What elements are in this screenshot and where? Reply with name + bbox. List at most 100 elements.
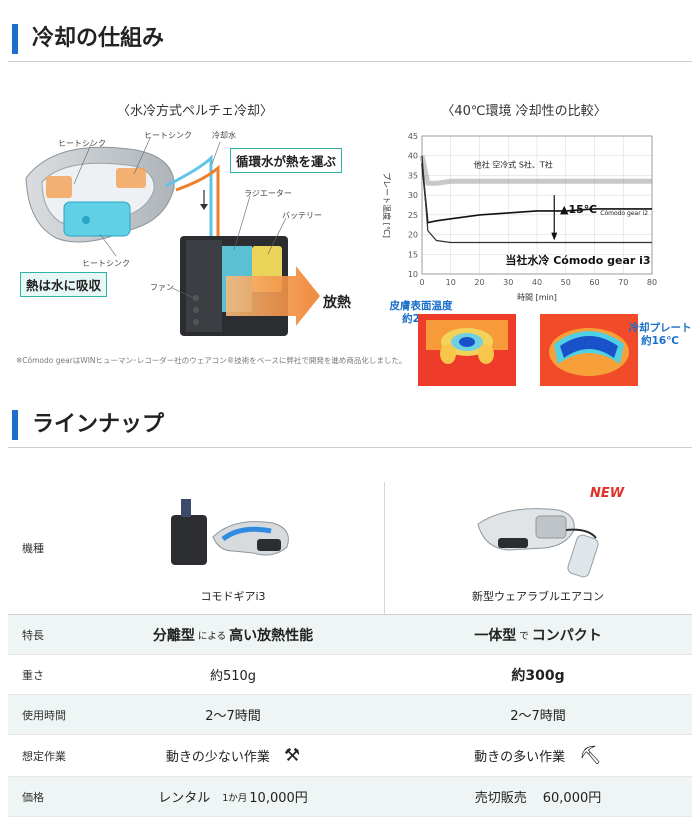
y-tick-label: 15 [408, 250, 418, 259]
product-image-i3 [171, 499, 289, 565]
row-label: 使用時間 [22, 708, 66, 722]
cell-usage-1: 2～7時間 [205, 709, 261, 724]
feature-tail: コンパクト [531, 627, 602, 644]
feature-main: 分離型 [152, 627, 195, 644]
product-name-i3: コモドギアi3 [200, 590, 266, 603]
y-tick-label: 20 [408, 231, 418, 240]
cell-weight-1: 約510g [209, 669, 257, 684]
cell-weight-2: 約300g [384, 655, 692, 694]
x-tick-label: 30 [503, 278, 513, 287]
label-heatsink-2: ヒートシンク [144, 131, 192, 140]
x-tick-label: 80 [647, 278, 657, 287]
y-tick-label: 10 [408, 270, 418, 279]
work-type-text: 動きの少ない作業 [165, 750, 270, 765]
plot-area [421, 135, 653, 275]
row-label: 重さ [22, 668, 44, 682]
cell-price-2: 売切販売 60,000円 [384, 777, 692, 816]
feature-connector: で [519, 630, 529, 642]
section-header-cooling: 冷却の仕組み [8, 16, 692, 62]
product-name-new: 新型ウェアラブルエアコン [472, 590, 604, 603]
table-row-models: 機種 コモドギアi3 NEW 新型ウェアラブルエアコン [8, 482, 692, 615]
label-fan: ファン [150, 283, 174, 292]
label-coolant: 冷却水 [212, 131, 236, 140]
label-radiator: ラジエーター [244, 189, 292, 198]
section-title: 冷却の仕組み [32, 26, 165, 51]
x-tick-label: 0 [419, 278, 424, 287]
price-value: 10,000円 [249, 791, 308, 806]
cell-usage-2: 2～7時間 [510, 709, 566, 724]
work-type-text: 動きの多い作業 [474, 750, 566, 765]
table-row-weight: 重さ 約510g 約300g [8, 655, 692, 695]
series-line-1 [419, 155, 652, 186]
cell-work-2: 動きの多い作業 ⛏ [384, 735, 692, 776]
y-tick-label: 25 [408, 211, 418, 220]
cell-features-2: 一体型 で コンパクト [384, 615, 692, 654]
welder-icon: ⚒ [283, 745, 301, 766]
section-accent-bar [12, 410, 18, 440]
row-label: 機種 [22, 542, 44, 555]
feature-main: 一体型 [474, 627, 517, 644]
table-row-work-type: 想定作業 動きの少ない作業 ⚒ 動きの多い作業 ⛏ [8, 735, 692, 777]
feature-connector: による [197, 630, 227, 642]
lineup-table: 機種 コモドギアi3 NEW 新型ウェアラブルエアコン 特長 [8, 482, 692, 817]
weight-value: 約300g [511, 667, 565, 684]
thermal-skin-label-text: 皮膚表面温度 [389, 300, 453, 312]
thermal-plate-label-text: 冷却プレート [628, 322, 692, 334]
price-type: レンタル [158, 791, 211, 806]
annotation-i3: 当社水冷 Cómodo gear i3 [505, 253, 650, 267]
diagram-caption: 〈水冷方式ペルチェ冷却〉 [116, 104, 273, 119]
series-line-3 [421, 155, 652, 244]
section-accent-bar [12, 24, 18, 54]
table-row-features: 特長 分離型 による 高い放熱性能 一体型 で コンパクト [8, 615, 692, 655]
x-tick-label: 40 [532, 278, 542, 287]
callout-circulate: 循環水が熱を運ぶ [230, 148, 343, 173]
x-tick-label: 70 [618, 278, 628, 287]
annotation-i2: Cómodo gear i2 [600, 210, 648, 217]
label-heatsink-3: ヒートシンク [82, 259, 130, 268]
x-tick-label: 10 [446, 278, 456, 287]
cooling-diagram-illustration [25, 137, 320, 336]
callout-dissipate: 放熱 [323, 295, 351, 311]
worker-icon: ⛏ [579, 745, 602, 766]
y-axis-label: プレート温度 [℃] [382, 172, 392, 238]
x-tick-label: 60 [589, 278, 599, 287]
thermal-plate-value: 約16℃ [641, 335, 679, 347]
table-row-price: 価格 レンタル 1か月 10,000円 売切販売 60,000円 [8, 777, 692, 817]
row-label: 特長 [22, 628, 44, 642]
cell-work-1: 動きの少ない作業 ⚒ [82, 735, 384, 776]
section-header-lineup: ラインナップ [8, 402, 692, 448]
product-image-new [477, 508, 599, 578]
series-line-2 [421, 163, 652, 224]
y-tick-label: 45 [408, 132, 418, 141]
product-cell-2: NEW 新型ウェアラブルエアコン [384, 482, 692, 614]
thermal-image-skin [418, 314, 516, 386]
footnote: ※Cómodo gearはWINヒューマン･レコーダー社のウェアコン®技術をベー… [16, 356, 407, 365]
y-tick-label: 30 [408, 191, 418, 200]
price-value: 60,000円 [542, 791, 602, 806]
label-battery: バッテリー [282, 211, 322, 220]
row-label: 価格 [22, 790, 44, 804]
column-divider [384, 482, 385, 615]
callout-absorb: 熱は水に吸収 [20, 272, 108, 297]
product-cell-1: コモドギアi3 [82, 482, 384, 614]
feature-tail: 高い放熱性能 [229, 627, 314, 644]
table-row-usage-time: 使用時間 2～7時間 2～7時間 [8, 695, 692, 735]
price-period: 1か月 [222, 792, 248, 804]
thermal-plate-label: 冷却プレート 約16℃ [628, 322, 692, 348]
y-tick-label: 35 [408, 171, 418, 180]
x-tick-label: 20 [474, 278, 484, 287]
thermal-image-plate [540, 314, 638, 386]
cell-price-1: レンタル 1か月 10,000円 [82, 777, 384, 816]
x-axis-label: 時間 [min] [517, 293, 557, 302]
price-type: 売切販売 [474, 791, 527, 806]
annotation-delta: ▲15℃ [560, 203, 597, 216]
row-label: 想定作業 [22, 749, 66, 763]
delta-arrow-head [551, 232, 558, 241]
chart-title: 〈40℃環境 冷却性の比較〉 [441, 104, 607, 119]
cell-features-1: 分離型 による 高い放熱性能 [82, 615, 384, 654]
annotation-competitor: 他社 空冷式 S社、T社 [474, 160, 553, 170]
cooling-diagram: ヒートシンク ヒートシンク 冷却水 ラジエーター バッテリー ヒートシンク ファ… [16, 128, 370, 340]
y-tick-label: 40 [408, 152, 418, 161]
